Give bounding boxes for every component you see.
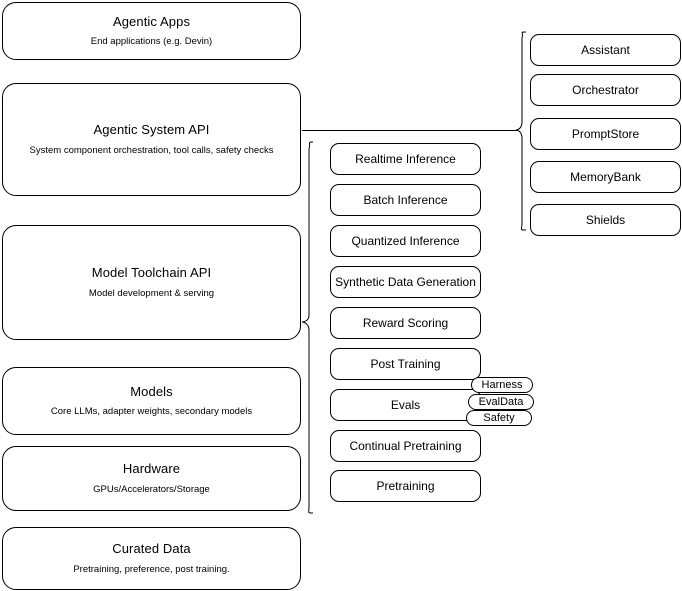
layer-title: Curated Data bbox=[112, 541, 191, 557]
capability-box-realtime-inference[interactable]: Realtime Inference bbox=[330, 143, 481, 175]
capability-label: Batch Inference bbox=[363, 192, 448, 207]
component-box-memorybank[interactable]: MemoryBank bbox=[530, 161, 681, 193]
component-box-promptstore[interactable]: PromptStore bbox=[530, 118, 681, 150]
evals-subcomponent-safety[interactable]: Safety bbox=[466, 410, 532, 426]
bracket-toolchain-capabilities bbox=[301, 141, 314, 514]
capability-box-pretraining[interactable]: Pretraining bbox=[330, 470, 481, 502]
capability-label: Continual Pretraining bbox=[349, 438, 462, 453]
layer-title: Agentic Apps bbox=[112, 13, 191, 29]
bracket-system-components bbox=[515, 31, 527, 231]
connector-agentic-system-api-to-components bbox=[302, 130, 517, 131]
layer-subtitle: End applications (e.g. Devin) bbox=[90, 36, 213, 48]
capability-box-continual-pretraining[interactable]: Continual Pretraining bbox=[330, 430, 481, 462]
layer-box-models[interactable]: Models Core LLMs, adapter weights, secon… bbox=[2, 367, 301, 435]
layer-box-agentic-system-api[interactable]: Agentic System API System component orch… bbox=[2, 83, 301, 196]
layer-subtitle: Pretraining, preference, post training. bbox=[73, 563, 230, 575]
layer-subtitle: GPUs/Accelerators/Storage bbox=[93, 483, 210, 495]
layer-box-model-toolchain-api[interactable]: Model Toolchain API Model development & … bbox=[2, 225, 301, 340]
component-label: Shields bbox=[585, 212, 626, 227]
capability-label: Realtime Inference bbox=[355, 151, 456, 166]
layer-box-curated-data[interactable]: Curated Data Pretraining, preference, po… bbox=[2, 527, 301, 590]
capability-label: Reward Scoring bbox=[362, 315, 449, 330]
component-box-shields[interactable]: Shields bbox=[530, 204, 681, 236]
capability-box-synthetic-data-generation[interactable]: Synthetic Data Generation bbox=[330, 266, 481, 298]
component-label: Orchestrator bbox=[572, 82, 639, 97]
layer-subtitle: Model development & serving bbox=[88, 287, 215, 299]
layer-subtitle: System component orchestration, tool cal… bbox=[29, 144, 274, 156]
capability-box-post-training[interactable]: Post Training bbox=[330, 348, 481, 380]
capability-label: Post Training bbox=[370, 356, 441, 371]
layer-subtitle: Core LLMs, adapter weights, secondary mo… bbox=[50, 406, 253, 418]
evals-subcomponent-label: EvalData bbox=[478, 395, 524, 408]
layer-title: Agentic System API bbox=[93, 122, 210, 138]
component-label: MemoryBank bbox=[570, 169, 641, 184]
layer-title: Models bbox=[130, 383, 173, 399]
component-label: Assistant bbox=[581, 42, 630, 57]
capability-label: Evals bbox=[390, 397, 421, 412]
layer-title: Model Toolchain API bbox=[91, 265, 212, 281]
evals-subcomponent-label: Safety bbox=[483, 411, 515, 424]
component-box-orchestrator[interactable]: Orchestrator bbox=[530, 74, 681, 106]
component-box-assistant[interactable]: Assistant bbox=[530, 34, 681, 66]
component-label: PromptStore bbox=[571, 126, 640, 141]
capability-label: Synthetic Data Generation bbox=[335, 274, 476, 289]
capability-box-batch-inference[interactable]: Batch Inference bbox=[330, 184, 481, 216]
evals-subcomponent-harness[interactable]: Harness bbox=[471, 377, 533, 393]
layer-box-hardware[interactable]: Hardware GPUs/Accelerators/Storage bbox=[2, 446, 301, 511]
layer-title: Hardware bbox=[122, 461, 181, 477]
evals-subcomponent-label: Harness bbox=[481, 378, 523, 391]
capability-label: Quantized Inference bbox=[351, 233, 460, 248]
capability-box-reward-scoring[interactable]: Reward Scoring bbox=[330, 307, 481, 339]
capability-box-quantized-inference[interactable]: Quantized Inference bbox=[330, 225, 481, 257]
layer-box-agentic-apps[interactable]: Agentic Apps End applications (e.g. Devi… bbox=[2, 2, 301, 60]
evals-subcomponent-evaldata[interactable]: EvalData bbox=[468, 394, 534, 410]
capability-label: Pretraining bbox=[376, 478, 435, 493]
capability-box-evals[interactable]: Evals bbox=[330, 389, 481, 421]
